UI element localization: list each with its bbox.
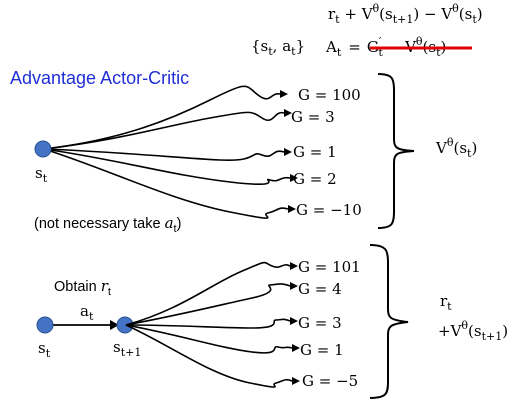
advantage-a-sub: t (337, 46, 342, 59)
advantage-a: A (325, 38, 337, 56)
return-label: G = 101 (298, 258, 361, 276)
advantage-g-sup: ′ (379, 35, 382, 48)
arrow-2-1 (290, 262, 298, 270)
advantage-theta: θ (416, 35, 423, 48)
formula-theta: θ (373, 2, 380, 15)
formula-r: r (328, 5, 336, 23)
return-label: G = −10 (296, 201, 362, 219)
branch-2-5 (125, 324, 293, 388)
branch-2-3 (125, 318, 291, 329)
arrow-1-4 (290, 174, 298, 182)
formula-paren1: (s (379, 5, 393, 23)
return-label: G = 3 (291, 108, 335, 126)
branch-2-1 (125, 261, 291, 326)
return-label: G = 4 (298, 280, 342, 298)
branch-2-2 (125, 283, 291, 326)
arrow-2-2 (290, 282, 298, 290)
formula-r-sub: t (335, 13, 340, 26)
tree-2: Obtain rt at st st+1 G = 101 G = 4 G = 3… (36, 244, 508, 399)
formula-paren2-close: ) (477, 5, 483, 23)
svg-text:rt + Vθ(st+1) − Vθ(st): rt + Vθ(st+1) − Vθ(st) (328, 2, 483, 26)
branch-1-4 (43, 148, 291, 185)
action-label: at (80, 302, 94, 323)
arrow-1-5 (288, 205, 296, 213)
page-title: Advantage Actor-Critic (10, 68, 189, 88)
advantage-paren-sub: t (436, 46, 441, 59)
branch-1-2 (43, 111, 285, 150)
td-target-v: +Vθ(st+1) (438, 319, 508, 343)
obtain-reward-label: Obtain rt (54, 277, 111, 298)
return-label: G = 1 (300, 341, 344, 359)
brace-1 (377, 73, 415, 229)
action-arrowhead (110, 320, 119, 330)
advantage-g-sub: t (378, 46, 383, 59)
state-label-st: st (35, 164, 48, 185)
td-target-formula: rt + Vθ(st+1) − Vθ(st) (328, 2, 483, 26)
brace-2 (369, 244, 409, 399)
not-necessary-note: (not necessary take at) (34, 214, 181, 235)
return-label: G = 3 (298, 314, 342, 332)
return-label: G = 1 (293, 143, 337, 161)
svg-text:{st, at}: {st, at} (251, 37, 305, 58)
state-label-st1: st+1 (113, 338, 141, 359)
state-action-pair: {st, at} (251, 37, 305, 58)
arrow-1-2 (284, 109, 292, 117)
formula-paren1-sub: t+1 (393, 13, 414, 26)
state-label-st: st (38, 339, 51, 360)
formula-paren2: (s (459, 5, 473, 23)
return-label: G = −5 (302, 372, 358, 390)
state-value-label: Vθ(st) (435, 136, 477, 160)
formula-plus-v: + V (340, 5, 374, 23)
branch-1-5 (43, 148, 289, 219)
branch-2-4 (125, 324, 293, 354)
formula-paren2-sub: t (472, 13, 477, 26)
branch-1-1 (43, 85, 281, 150)
formula-theta2: θ (452, 2, 459, 15)
arrow-2-4 (292, 344, 300, 352)
return-label: G = 100 (298, 86, 361, 104)
state-node-st (36, 316, 54, 334)
td-target-r: rt (440, 292, 452, 313)
advantage-formula: At=G′t− Vθ(st) (325, 35, 472, 59)
return-label: G = 2 (293, 170, 337, 188)
tree-1: st G = 100 G = 3 G = 1 G = 2 G = −10 Vθ(… (34, 73, 477, 235)
arrow-1-3 (284, 148, 292, 156)
branch-1-3 (43, 148, 285, 161)
arrow-2-3 (290, 317, 298, 325)
advantage-eq: = (348, 38, 361, 56)
arrow-2-5 (292, 377, 300, 385)
state-node-st (34, 140, 52, 158)
formula-minus-v: ) − V (413, 5, 453, 23)
arrow-1-1 (280, 90, 288, 98)
